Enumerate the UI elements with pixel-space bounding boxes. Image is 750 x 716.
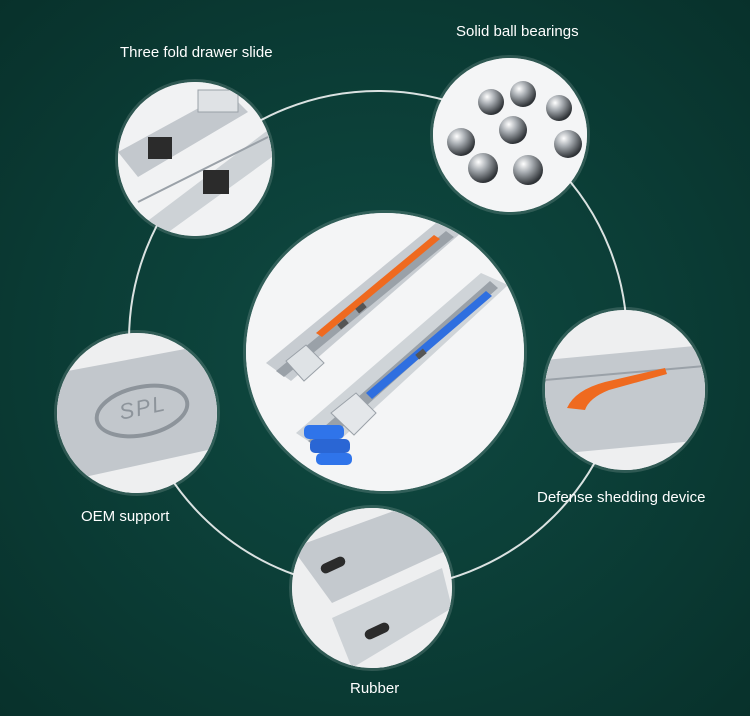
center-slides-drawing — [246, 213, 524, 491]
defense-device-drawing — [545, 310, 705, 470]
ball-bearings-image — [433, 58, 587, 212]
label-rubber: Rubber — [350, 680, 400, 697]
center-drawer-slide-image — [246, 213, 524, 491]
label-ball-bearings: Solid ball bearings — [456, 23, 579, 40]
label-oem-support: OEM support — [81, 508, 170, 525]
label-three-fold: Three fold drawer slide — [120, 44, 273, 61]
label-defense-shedding: Defense shedding device — [537, 489, 706, 506]
rubber-image — [292, 508, 452, 668]
oem-support-image: SPL — [57, 333, 217, 493]
defense-shedding-image — [545, 310, 705, 470]
ball-bearings-drawing — [433, 58, 587, 212]
three-fold-slide-image — [118, 82, 272, 236]
oem-logo-drawing — [57, 333, 217, 493]
three-fold-drawing — [118, 82, 272, 236]
rubber-drawing — [292, 508, 452, 668]
